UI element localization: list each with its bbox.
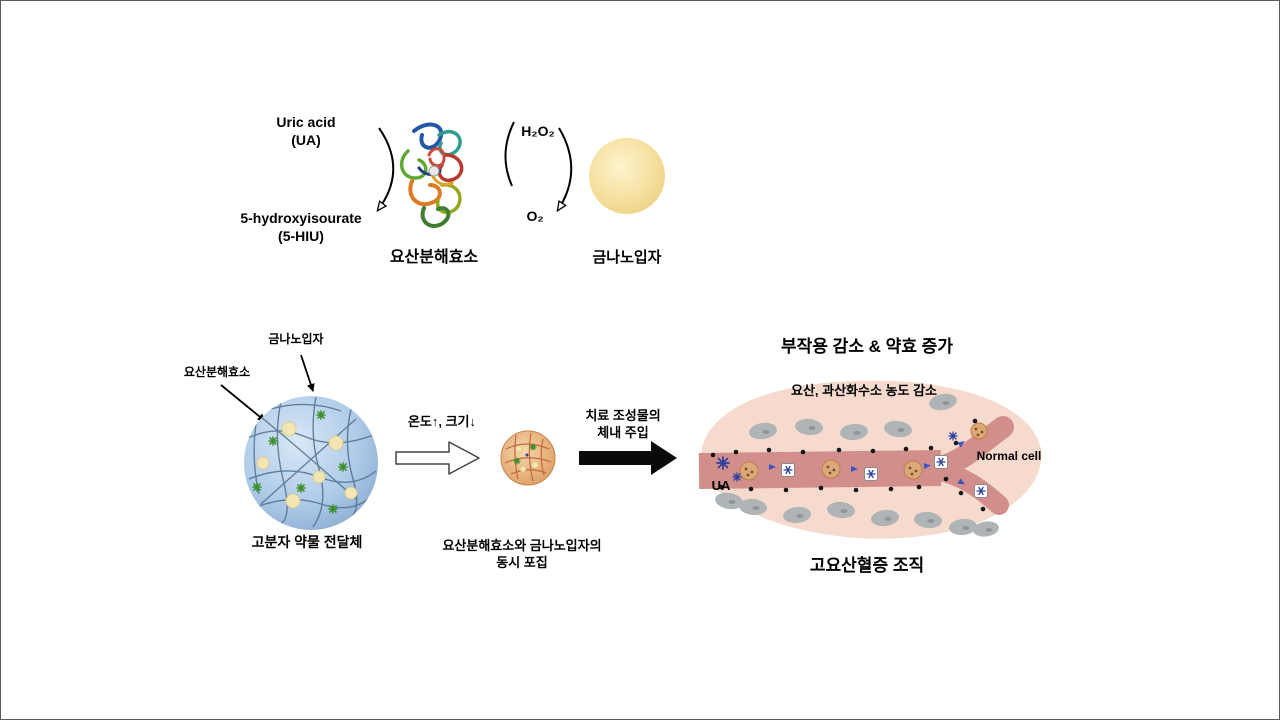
tissue-headline: 부작용 감소 & 약효 증가 [781,337,953,356]
drug-sphere [739,461,759,481]
vessel-branch-lower [926,460,1009,515]
encapsulated-gold-nanoparticles [256,421,358,509]
gold-name-label: 금나노입자 [592,249,662,266]
shrink-block-arrow [395,441,480,475]
pointer-enzyme-label: 요산분해효소 [183,365,251,379]
cofactor-arrow-right [556,127,573,213]
uric-acid-label: Uric acid (UA) [246,113,366,149]
capture-caption: 요산분해효소와 금나노입자의 동시 포집 [412,538,632,572]
capture-caption-line2: 동시 포집 [496,554,548,570]
tissue-caption: 고요산혈증 조직 [809,556,925,575]
shrunken-carrier-mesh [504,432,552,482]
product-label: 5-hydroxyisourate (5-HIU) [191,209,411,245]
ua-molecule-icon [716,456,730,470]
pointer-arrow-gold [300,354,315,392]
pointer-gold-label: 금나노입자 [268,332,324,346]
drug-sphere [903,460,923,480]
flow-arrows [769,440,966,485]
ua-molecule-icon [948,431,958,441]
byproduct-dots [710,418,986,512]
uricase-protein-illustration [399,122,464,228]
o2-label: O₂ [526,208,544,224]
shrunken-carrier-contents [513,443,539,473]
carrier-caption: 고분자 약물 전달체 [251,534,363,550]
carrier-illustration [220,354,677,530]
drug-sphere-speckles [744,427,984,477]
normal-cell-label: Normal cell [976,449,1042,463]
injection-arrow [579,441,677,475]
ua-molecule-icons [716,431,958,482]
h2o2-label: H₂O₂ [521,123,555,139]
enzyme-name-label: 요산분해효소 [389,249,479,266]
drug-particles-sphere [739,422,988,481]
tissue-subheadline: 요산, 과산화수소 농도 감소 [790,383,937,398]
pointer-arrow-enzyme [220,384,266,422]
cell-nuclei [728,401,993,532]
tissue-illustration [698,380,1042,539]
gold-sphere [589,138,665,214]
ua-molecules-in-cubes [783,457,986,496]
uric-acid-line1: Uric acid [276,114,336,130]
encapsulated-enzymes [252,410,348,514]
injection-caption: 치료 조성물의 체내 주입 [553,408,693,442]
substrate-to-product-arrow [376,127,395,213]
ua-label: UA [711,478,731,493]
drug-sphere [970,422,988,440]
vessel-main [698,450,942,489]
transition-caption: 온도↑, 크기↓ [407,414,477,429]
capture-caption-line1: 요산분해효소와 금나노입자의 [442,538,602,553]
gold-nanoparticle [589,138,665,214]
reaction-arrows [376,121,573,213]
injection-caption-line2: 체내 주입 [597,424,649,440]
drug-sphere [821,459,841,479]
injection-caption-line1: 치료 조성물의 [585,408,661,423]
ua-molecule-icon [732,472,742,482]
cofactor-arc-left [504,121,515,187]
uric-acid-line2: (UA) [291,132,321,149]
product-line2: (5-HIU) [278,228,324,245]
product-line1: 5-hydroxyisourate [240,210,362,226]
